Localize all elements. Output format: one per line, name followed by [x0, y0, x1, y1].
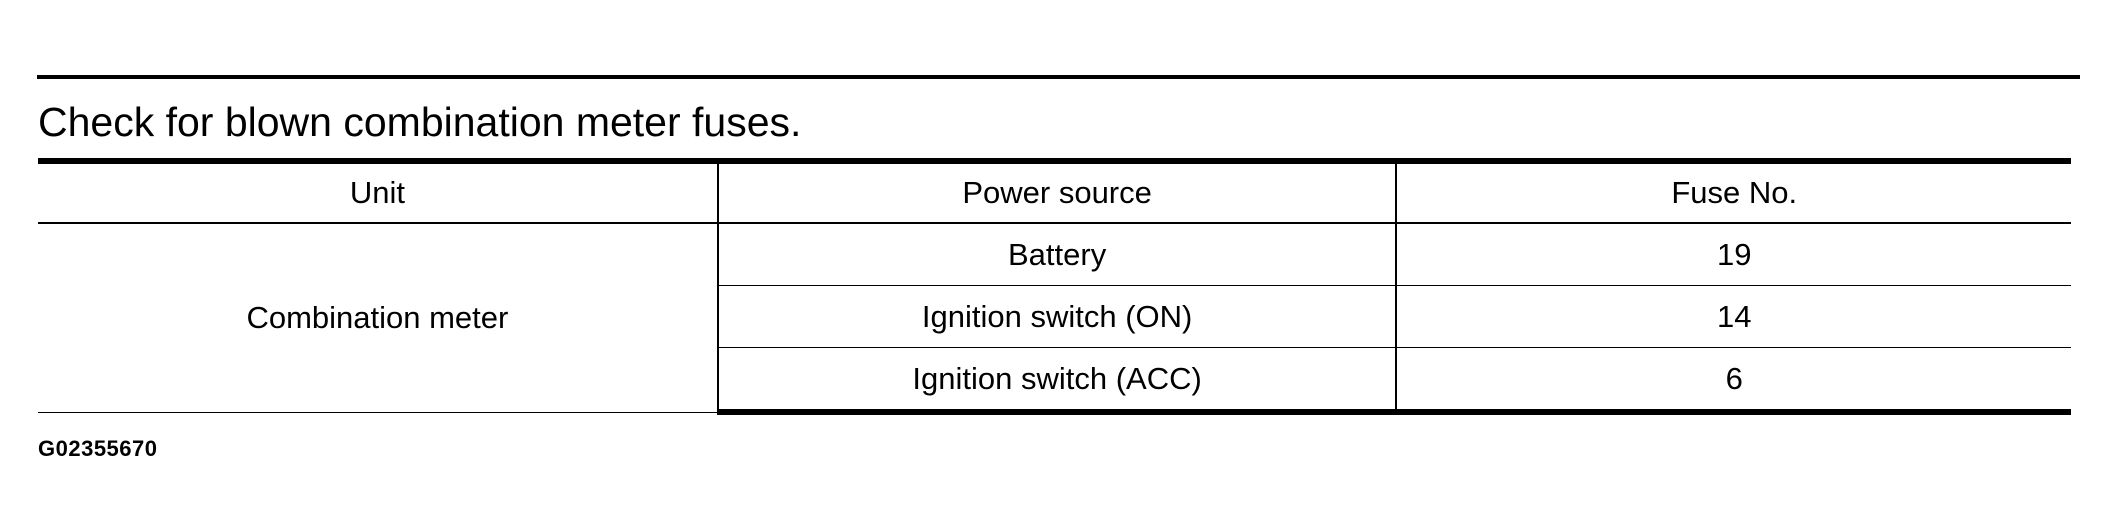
cell-fuse-no: 19 — [1395, 222, 2071, 286]
figure-id: G02355670 — [38, 436, 158, 461]
header-fuse-no: Fuse No. — [1395, 158, 2071, 224]
header-power-source: Power source — [716, 158, 1397, 224]
cell-power-source: Battery — [716, 222, 1397, 286]
table-header-row: Unit Power source Fuse No. — [38, 158, 2071, 224]
table-row: Combination meter Battery 19 — [38, 222, 2071, 413]
table-row: Ignition switch (ON) 14 — [38, 285, 2071, 348]
cell-unit-name: Combination meter — [38, 222, 719, 413]
top-rule — [37, 75, 2080, 79]
page-heading: Check for blown combination meter fuses. — [38, 99, 802, 145]
table-row: Ignition switch (ACC) 6 — [38, 347, 2071, 415]
cell-power-source: Ignition switch (ACC) — [716, 347, 1397, 415]
cell-power-source: Ignition switch (ON) — [716, 285, 1397, 348]
fuse-table: Unit Power source Fuse No. Combination m… — [38, 158, 2071, 415]
cell-fuse-no: 14 — [1395, 285, 2071, 348]
cell-fuse-no: 6 — [1395, 347, 2071, 415]
header-unit: Unit — [38, 158, 719, 224]
